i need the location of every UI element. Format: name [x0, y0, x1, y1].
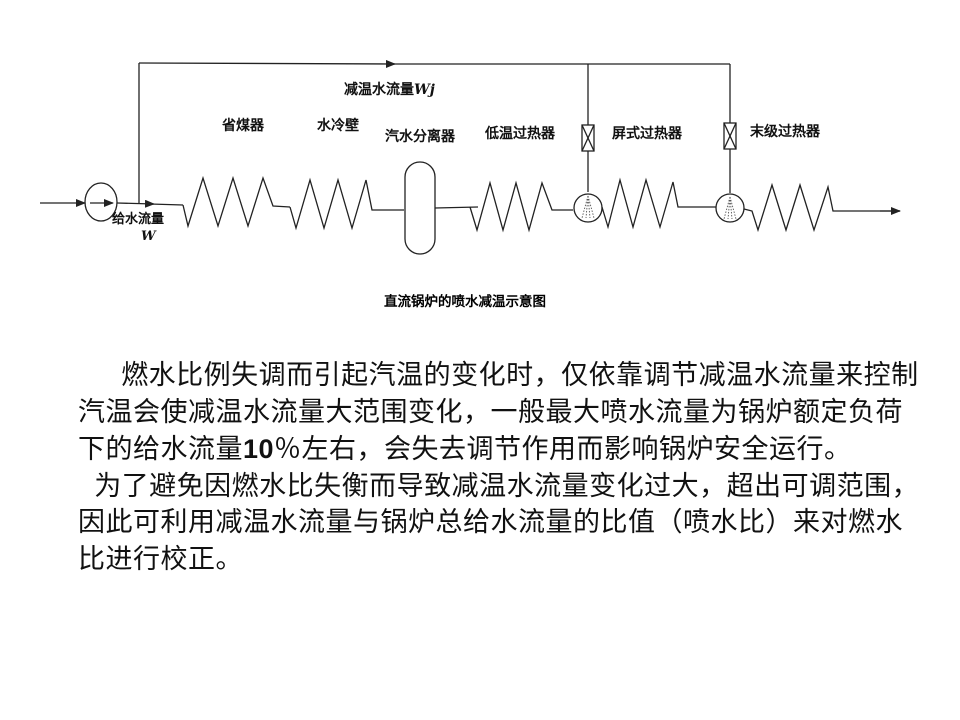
low-temp-superheater-label: 低温过热器 — [485, 126, 555, 142]
paragraph-1-part-1: 燃水比例失调而引起汽温的变化时，仅依靠调节减温水流量来控制汽温会使减温水流量大范… — [78, 360, 919, 465]
economizer-coil — [182, 175, 291, 229]
low-temp-superheater-coil — [469, 180, 573, 233]
platen-superheater-coil — [601, 177, 716, 230]
percent-value: 10 — [243, 434, 275, 464]
paragraph-2: 为了避免因燃水比失衡而导致减温水流量变化过大，超出可调范围，因此可利用减温水流量… — [78, 470, 920, 575]
body-text: 燃水比例失调而引起汽温的变化时，仅依靠调节减温水流量来控制汽温会使减温水流量大范… — [78, 358, 928, 578]
platen-superheater-label: 屏式过热器 — [612, 126, 682, 142]
water-wall-coil — [289, 177, 404, 231]
feedwater-flow-label: 给水流量 — [112, 212, 165, 227]
separator-vessel — [404, 161, 436, 255]
diagram-caption: 直流锅炉的喷水减温示意图 — [384, 294, 546, 310]
feedwater-pipe — [116, 199, 155, 208]
paragraph-1-part-2: ％左右，会失去调节作用而影响锅炉安全运行。 — [274, 434, 852, 465]
desuperheater-1-icon — [573, 193, 603, 223]
final-superheater-coil — [743, 182, 900, 233]
desuperheater-2-icon — [715, 193, 745, 223]
spray-water-flow-label: 减温水流量Wj — [344, 82, 435, 98]
separator-label: 汽水分离器 — [385, 129, 455, 145]
spray-water-flow-text: 减温水流量 — [344, 82, 414, 98]
water-wall-label: 水冷壁 — [317, 118, 359, 134]
final-superheater-label: 末级过热器 — [750, 124, 820, 140]
feedwater-symbol: W — [141, 229, 156, 244]
spray-water-symbol: Wj — [414, 82, 435, 98]
spray-desuperheating-diagram: 减温水流量Wj 省煤器 水冷壁 汽水分离器 低温过热器 屏式过热器 末级过热器 … — [0, 0, 960, 330]
feed-pump-icon — [84, 182, 118, 222]
spray-water-line — [138, 59, 396, 68]
paragraph-1: 燃水比例失调而引起汽温的变化时，仅依靠调节减温水流量来控制汽温会使减温水流量大范… — [78, 358, 928, 469]
economizer-label: 省煤器 — [222, 118, 264, 134]
diagram-drawing — [40, 59, 901, 255]
